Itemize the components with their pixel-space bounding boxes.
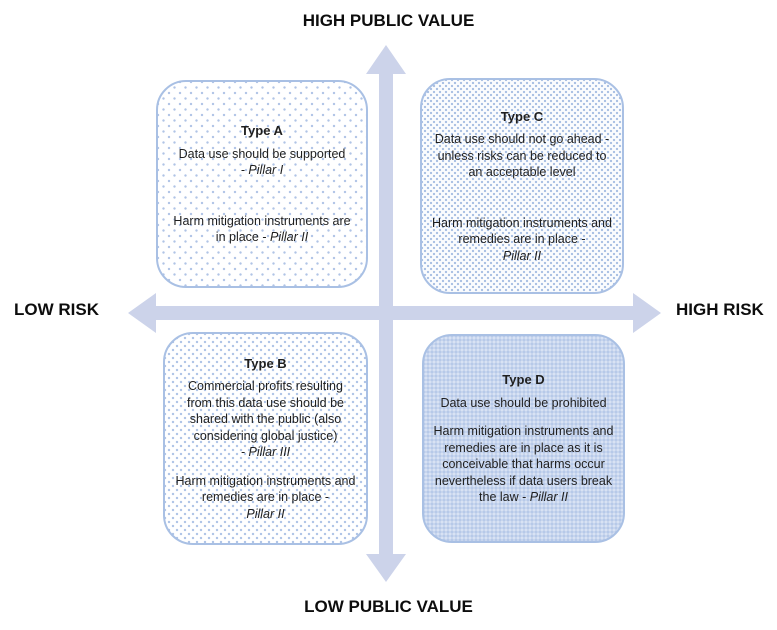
pillar-reference: - Pillar III [240, 445, 291, 460]
pillar-reference: Pillar II [270, 230, 309, 245]
horizontal-double-arrow-icon [128, 293, 661, 333]
pillar-reference: Pillar II [502, 248, 542, 263]
box-title: Type A [241, 123, 283, 139]
box-title: Type C [500, 108, 544, 124]
quadrant-box-type-b: Type B Commercial profits resulting from… [163, 332, 368, 545]
axis-label-low-public-value: LOW PUBLIC VALUE [304, 597, 473, 616]
box-paragraph: Commercial profits resulting from this d… [174, 378, 357, 461]
box-title: Type B [244, 355, 287, 371]
axis-label-low-risk: LOW RISK [14, 300, 99, 319]
box-paragraph: Data use should not go ahead - unless ri… [434, 132, 610, 180]
box-title: Type D [502, 372, 545, 388]
box-paragraph: Harm mitigation instruments are in place… [173, 213, 351, 245]
quadrant-box-type-a: Type A Data use should be supported- Pil… [156, 80, 368, 288]
pillar-reference: Pillar II [246, 506, 285, 521]
pillar-reference: - Pillar I [240, 163, 284, 178]
box-paragraph: Data use should be supported- Pillar I [178, 146, 346, 178]
pillar-reference: Pillar II [529, 490, 568, 505]
box-paragraph: Harm mitigation instruments and remedies… [175, 473, 356, 521]
box-paragraph: Harm mitigation instruments and remedies… [432, 215, 612, 263]
axis-label-high-risk: HIGH RISK [676, 300, 764, 319]
axis-label-high-public-value: HIGH PUBLIC VALUE [302, 11, 475, 30]
box-paragraph: Harm mitigation instruments and remedies… [433, 424, 614, 505]
quadrant-box-type-d: Type D Data use should be prohibited Har… [422, 334, 625, 543]
box-paragraph: Data use should be prohibited [440, 395, 607, 410]
quadrant-box-type-c: Type C Data use should not go ahead - un… [420, 78, 624, 294]
